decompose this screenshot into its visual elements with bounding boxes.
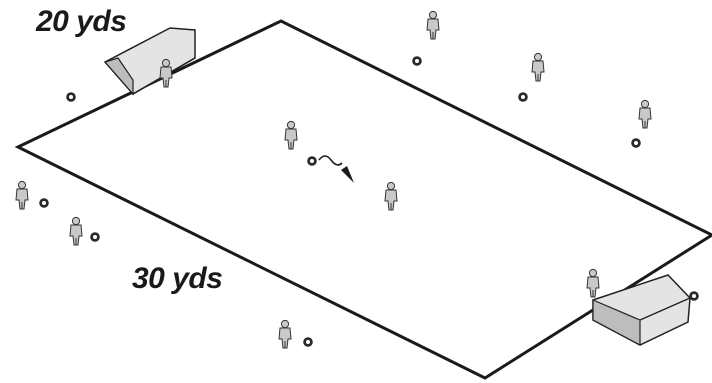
waiting-player xyxy=(279,320,291,348)
ball xyxy=(631,138,641,148)
ball xyxy=(66,92,76,102)
waiting-player xyxy=(427,11,439,39)
ball xyxy=(90,232,100,242)
dribble-arrow xyxy=(319,156,354,183)
ball xyxy=(39,198,49,208)
width-label: 20 yds xyxy=(36,5,126,39)
waiting-player xyxy=(70,217,82,245)
goalkeeper-bottom-player xyxy=(587,269,599,297)
dribble-ball xyxy=(307,156,317,166)
attacker-player xyxy=(285,121,297,149)
ball xyxy=(518,92,528,102)
waiting-player xyxy=(532,53,544,81)
waiting-player xyxy=(639,100,651,128)
waiting-player xyxy=(16,181,28,209)
ball xyxy=(412,56,422,66)
length-label: 30 yds xyxy=(132,262,222,296)
ball xyxy=(303,337,313,347)
goal-bottom xyxy=(593,275,690,345)
defender-player xyxy=(385,182,397,210)
ball xyxy=(689,291,699,301)
